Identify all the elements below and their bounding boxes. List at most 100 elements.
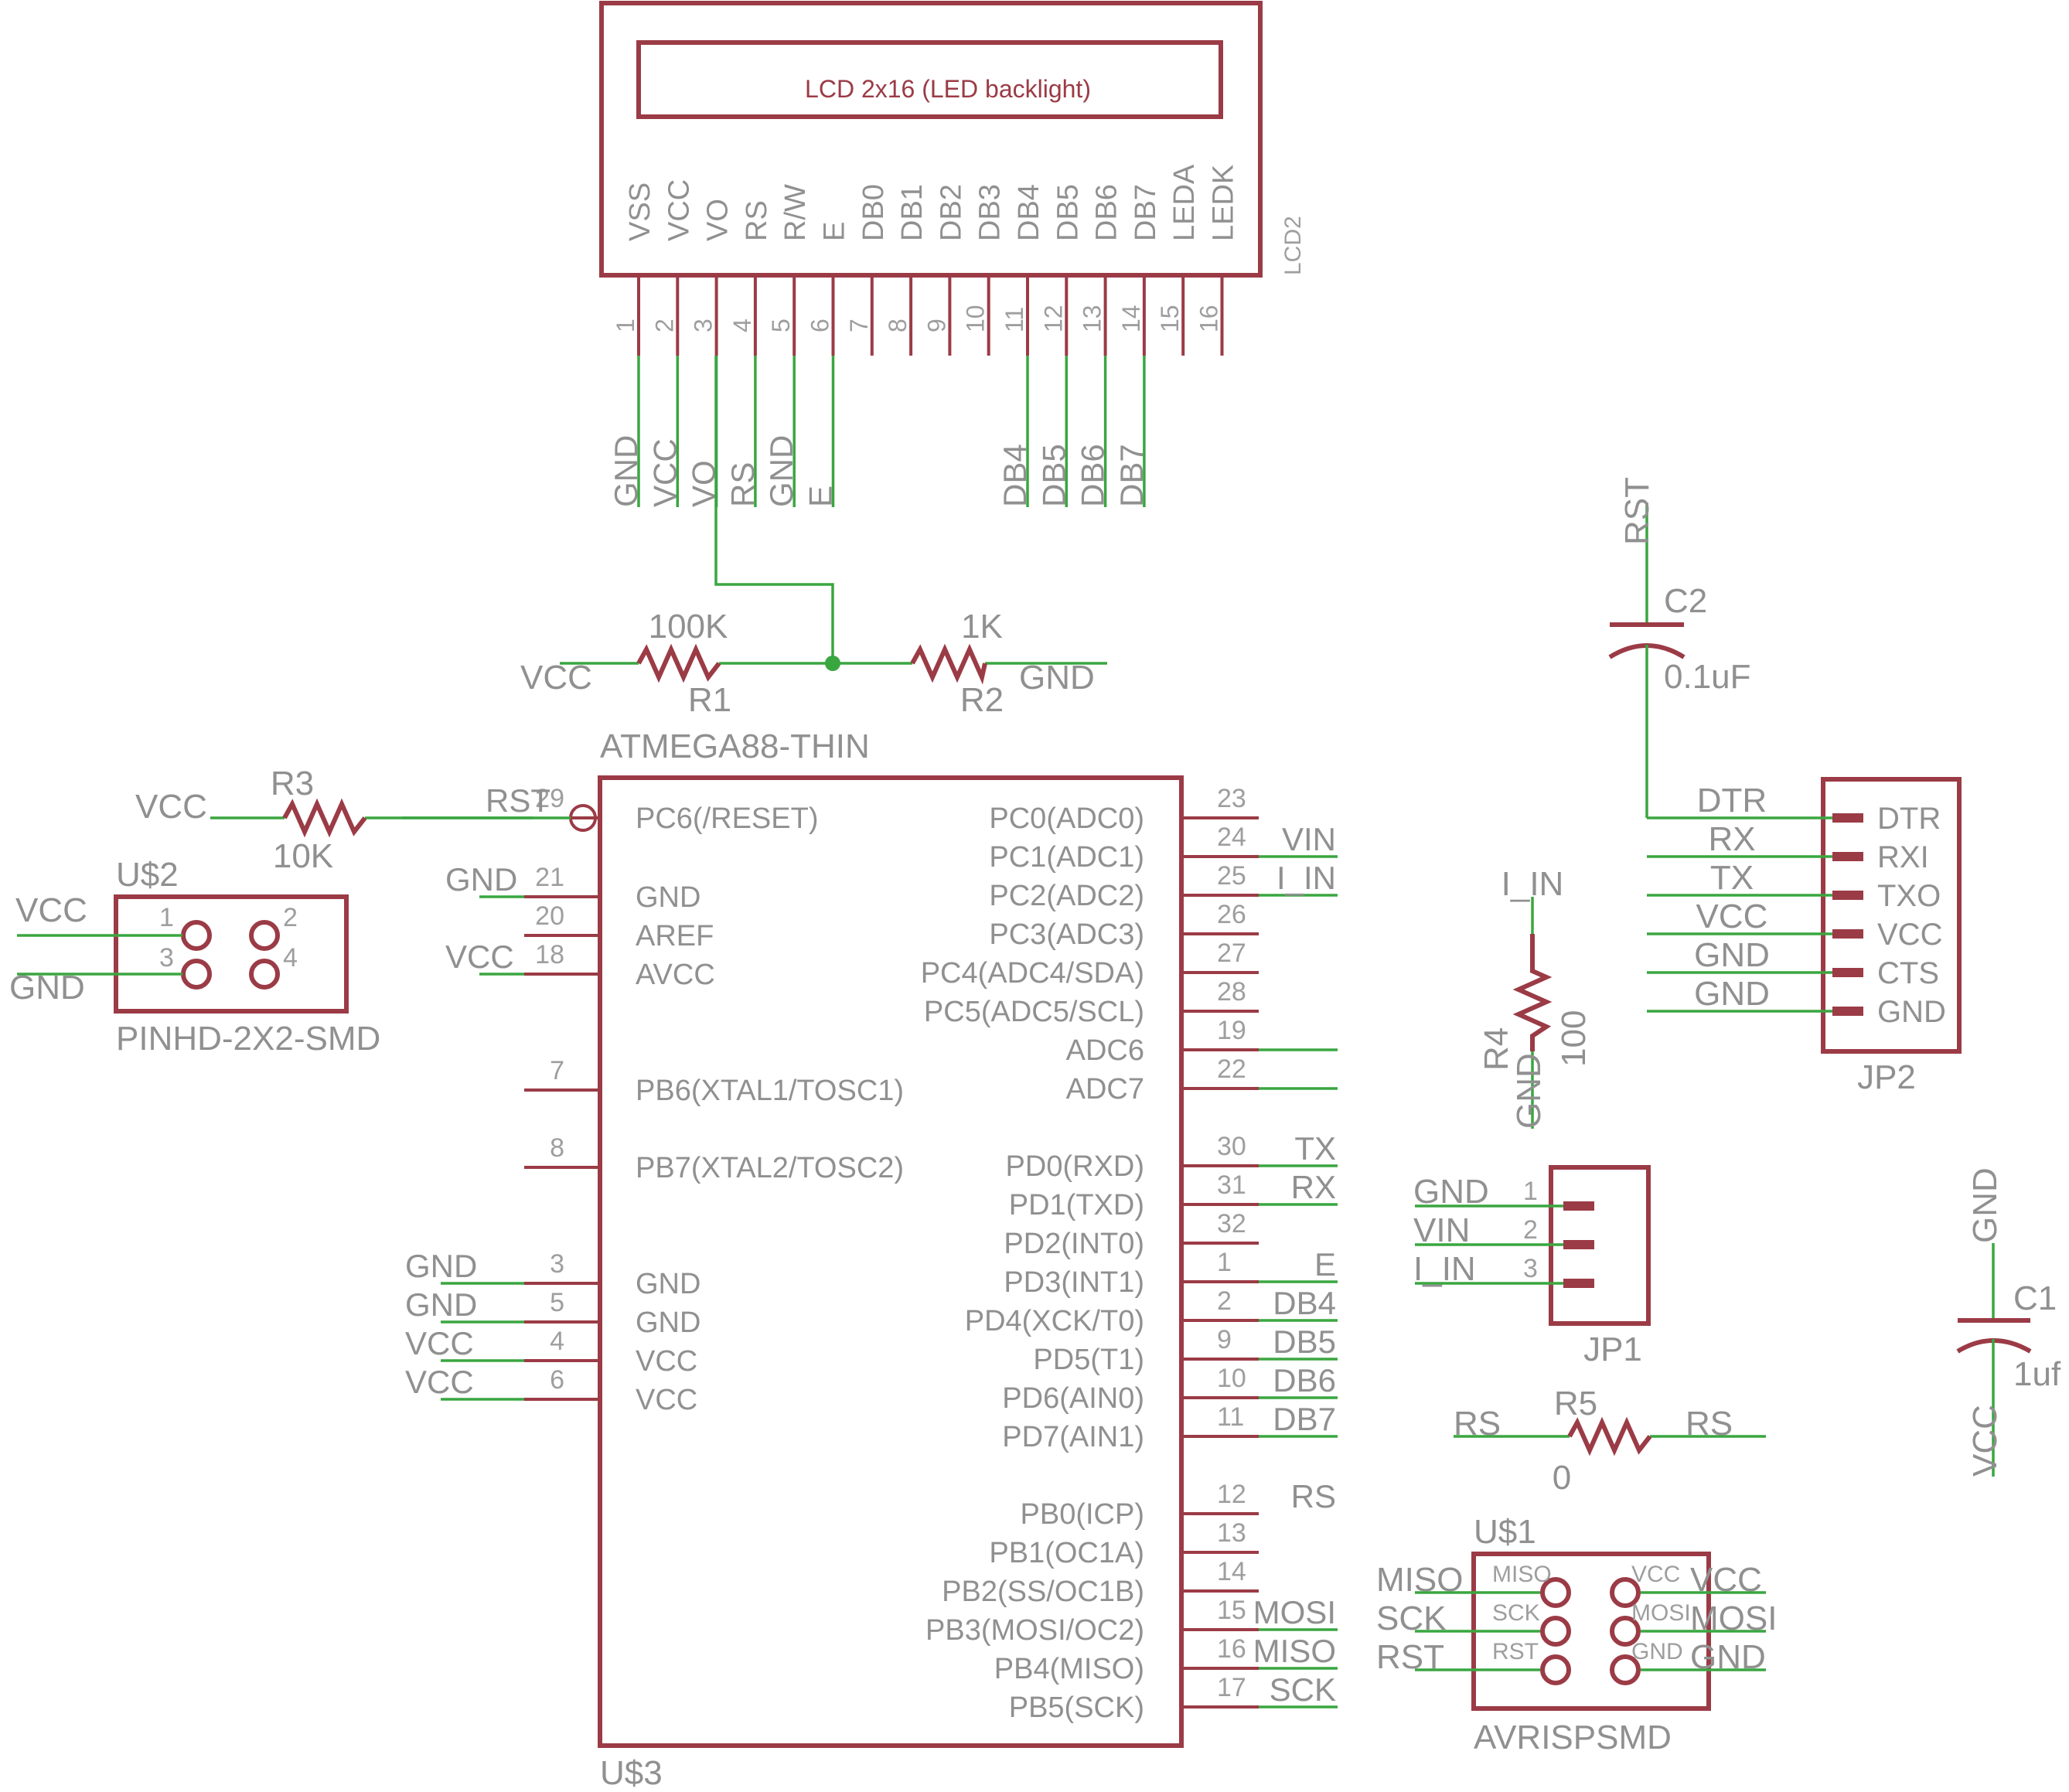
lcd-net-label-gnd: GND xyxy=(763,435,799,507)
mcu-pin-pc0-adc0: PC0(ADC0) xyxy=(989,802,1144,835)
lcd-pin-number-2: 2 xyxy=(650,319,678,332)
u1-net-mosi: MOSI xyxy=(1690,1600,1777,1637)
mcu-left-pin-number-5: 5 xyxy=(550,1288,564,1317)
r4-net-top: I_IN xyxy=(1501,865,1564,903)
mcu-pin-pc3-adc3: PC3(ADC3) xyxy=(989,918,1144,951)
lcd-pin-name-db2: DB2 xyxy=(935,184,967,241)
resistor-r5: RS RS R5 0 xyxy=(1454,1385,1766,1497)
reset-pullup: VCC R3 10K xyxy=(135,765,533,875)
mcu-left-pin-number-4: 4 xyxy=(550,1327,564,1356)
mcu-left-net-vcc-18: VCC xyxy=(445,939,514,975)
mcu: ATMEGA88-THIN U$3 PC6(/RESET)29RSTGND21G… xyxy=(402,727,1338,1792)
r3-net-vcc: VCC xyxy=(135,788,207,826)
u2-pad-4 xyxy=(249,959,280,990)
u2-name: U$2 xyxy=(116,856,179,894)
u1-pin-vcc: VCC xyxy=(1631,1562,1680,1587)
jp2-net-vcc-4: VCC xyxy=(1696,898,1768,935)
u1-pin-sck: SCK xyxy=(1492,1600,1540,1626)
u1-pin-rst: RST xyxy=(1492,1639,1539,1664)
jp2-pin-gnd: GND xyxy=(1877,995,1946,1029)
r1-net-vcc: VCC xyxy=(520,659,592,697)
u2-pin-1: 1 xyxy=(159,903,174,932)
mcu-pin-pb0-icp: PB0(ICP) xyxy=(1021,1498,1144,1531)
capacitor-c2: RST C2 0.1uF xyxy=(1608,477,1751,818)
c1-name: C1 xyxy=(2013,1279,2057,1317)
mcu-pin-gnd: GND xyxy=(636,881,700,914)
u1-pad-gnd xyxy=(1610,1654,1641,1685)
u1-pad-sck xyxy=(1540,1616,1571,1647)
mcu-pin-pc5-adc5-scl: PC5(ADC5/SCL) xyxy=(924,996,1144,1028)
u1-net-vcc: VCC xyxy=(1690,1561,1762,1599)
mcu-right-pin-number-25: 25 xyxy=(1217,861,1246,891)
mcu-right-pin-number-2: 2 xyxy=(1217,1286,1232,1316)
u1-net-rst: RST xyxy=(1376,1638,1444,1676)
mcu-right-net-db6: DB6 xyxy=(1273,1362,1336,1399)
mcu-pin-adc6: ADC6 xyxy=(1066,1034,1144,1067)
u2-device: PINHD-2X2-SMD xyxy=(116,1020,380,1058)
mcu-right-pin-number-1: 1 xyxy=(1217,1248,1232,1277)
r4-net-bottom: GND xyxy=(1510,1053,1548,1129)
u2-body xyxy=(114,894,349,1014)
lcd-pin-name-vcc: VCC xyxy=(663,179,695,241)
jp1-name: JP1 xyxy=(1583,1330,1642,1368)
lcd-module: LCD 2x16 (LED backlight) LCD2 VSS1GNDVCC… xyxy=(599,1,1306,507)
r2-net-gnd: GND xyxy=(1019,659,1095,697)
u1-pad-rst xyxy=(1540,1654,1571,1685)
lcd-pin-number-9: 9 xyxy=(922,319,950,332)
lcd-pin-number-14: 14 xyxy=(1117,305,1145,332)
mcu-right-pin-number-31: 31 xyxy=(1217,1170,1246,1200)
lcd-pin-name-rs: RS xyxy=(741,200,773,241)
mcu-right-net-db4: DB4 xyxy=(1273,1285,1336,1321)
mcu-right-net-rs: RS xyxy=(1291,1478,1336,1514)
r2-value: 1K xyxy=(961,608,1003,646)
mcu-right-pin-number-27: 27 xyxy=(1217,939,1246,968)
mcu-right-net-vin: VIN xyxy=(1282,821,1336,857)
mcu-pin-pb6-xtal1-tosc1: PB6(XTAL1/TOSC1) xyxy=(636,1075,904,1107)
mcu-left-pin-number-29: 29 xyxy=(535,784,564,813)
lcd-pin-number-6: 6 xyxy=(806,319,834,332)
lcd-name: LCD2 xyxy=(1280,216,1306,275)
mcu-right-net-tx: TX xyxy=(1294,1130,1336,1167)
mcu-right-pin-number-26: 26 xyxy=(1217,900,1246,929)
resistor-r4: I_IN GND R4 100 xyxy=(1478,865,1593,1129)
jp2-net-gnd-6: GND xyxy=(1694,975,1770,1013)
r3-name: R3 xyxy=(271,765,314,802)
u1-net-gnd: GND xyxy=(1690,1638,1766,1676)
mcu-pin-pb5-sck: PB5(SCK) xyxy=(1009,1691,1144,1724)
c1-net-bottom: VCC xyxy=(1966,1405,2004,1477)
lcd-net-label-db4: DB4 xyxy=(997,444,1033,507)
mcu-right-net-e: E xyxy=(1314,1246,1336,1283)
mcu-right-net-sck: SCK xyxy=(1270,1671,1336,1708)
r5-value: 0 xyxy=(1553,1459,1571,1497)
lcd-pin-name-leda: LEDA xyxy=(1168,164,1201,241)
mcu-pin-pd2-int0: PD2(INT0) xyxy=(1004,1228,1144,1260)
lcd-title: LCD 2x16 (LED backlight) xyxy=(805,75,1091,103)
mcu-right-pin-number-14: 14 xyxy=(1217,1557,1246,1586)
r2-name: R2 xyxy=(960,681,1004,719)
jp2-net-tx-3: TX xyxy=(1710,859,1754,897)
u2-pin-2: 2 xyxy=(283,903,298,932)
jp2-pin-cts: CTS xyxy=(1877,956,1939,990)
u2-pad-1 xyxy=(181,920,212,951)
mcu-left-pins: PC6(/RESET)29RSTGND21GNDAREF20AVCC18VCCP… xyxy=(402,782,904,1416)
c1-net-top: GND xyxy=(1966,1167,2004,1243)
mcu-name: U$3 xyxy=(600,1754,663,1792)
mcu-pin-pd7-ain1: PD7(AIN1) xyxy=(1002,1421,1144,1453)
u2-pad-3 xyxy=(181,959,212,990)
lcd-pin-number-3: 3 xyxy=(690,319,718,332)
lcd-pin-name-db4: DB4 xyxy=(1013,184,1045,241)
lcd-pin-number-11: 11 xyxy=(1000,307,1028,332)
lcd-pin-name-db1: DB1 xyxy=(896,184,929,241)
mcu-left-pin-number-21: 21 xyxy=(535,863,564,892)
lcd-screen xyxy=(636,40,1223,119)
lcd-pin-number-10: 10 xyxy=(962,305,990,332)
mcu-right-net-rx: RX xyxy=(1291,1169,1336,1205)
lcd-net-label-db6: DB6 xyxy=(1075,444,1111,507)
c2-value: 0.1uF xyxy=(1664,658,1751,696)
mcu-right-net-mosi: MOSI xyxy=(1253,1594,1336,1630)
c2-name: C2 xyxy=(1664,582,1707,620)
mcu-left-net-rst-29: RST xyxy=(486,782,550,819)
